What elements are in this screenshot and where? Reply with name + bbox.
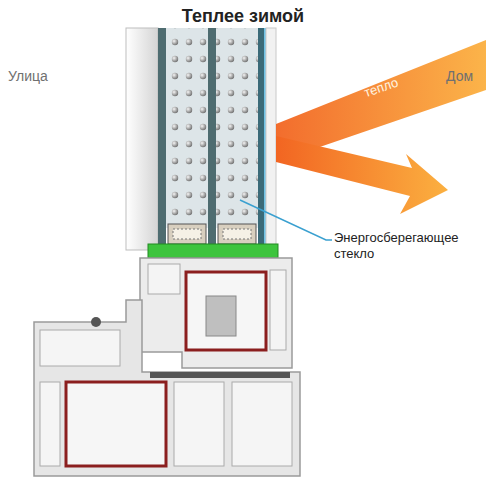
desiccant	[173, 229, 201, 239]
sash-profile	[140, 258, 292, 368]
callout-label: Энергосберегающее стекло	[334, 230, 482, 261]
sash-chamber	[270, 270, 286, 350]
glass-pane	[208, 28, 216, 244]
frame-chamber	[40, 382, 60, 466]
glazing-gasket	[148, 244, 278, 258]
frame-chamber	[40, 330, 120, 366]
frame-reinforcement	[66, 382, 166, 466]
outer-bead	[126, 28, 158, 250]
sash-reinforcement	[186, 272, 266, 350]
frame-chamber	[174, 382, 224, 466]
sash-chamber	[148, 264, 180, 294]
spacer-frame	[168, 224, 206, 244]
glass-pane	[158, 28, 166, 244]
heat-reflected-arrow	[276, 136, 448, 214]
frame-seal	[91, 317, 101, 327]
leader-line	[240, 200, 332, 240]
fitting-groove	[206, 296, 236, 336]
spacer-frame	[218, 224, 256, 244]
gas-chamber	[166, 28, 208, 224]
frame-chamber	[232, 382, 292, 466]
side-label: Дом	[446, 68, 473, 85]
side-label: Улица	[8, 68, 48, 85]
desiccant	[223, 229, 251, 239]
diagram-title: Теплее зимой	[0, 6, 486, 28]
frame-seal	[150, 372, 290, 378]
gas-chamber	[216, 28, 258, 224]
frame-profile	[34, 300, 300, 476]
